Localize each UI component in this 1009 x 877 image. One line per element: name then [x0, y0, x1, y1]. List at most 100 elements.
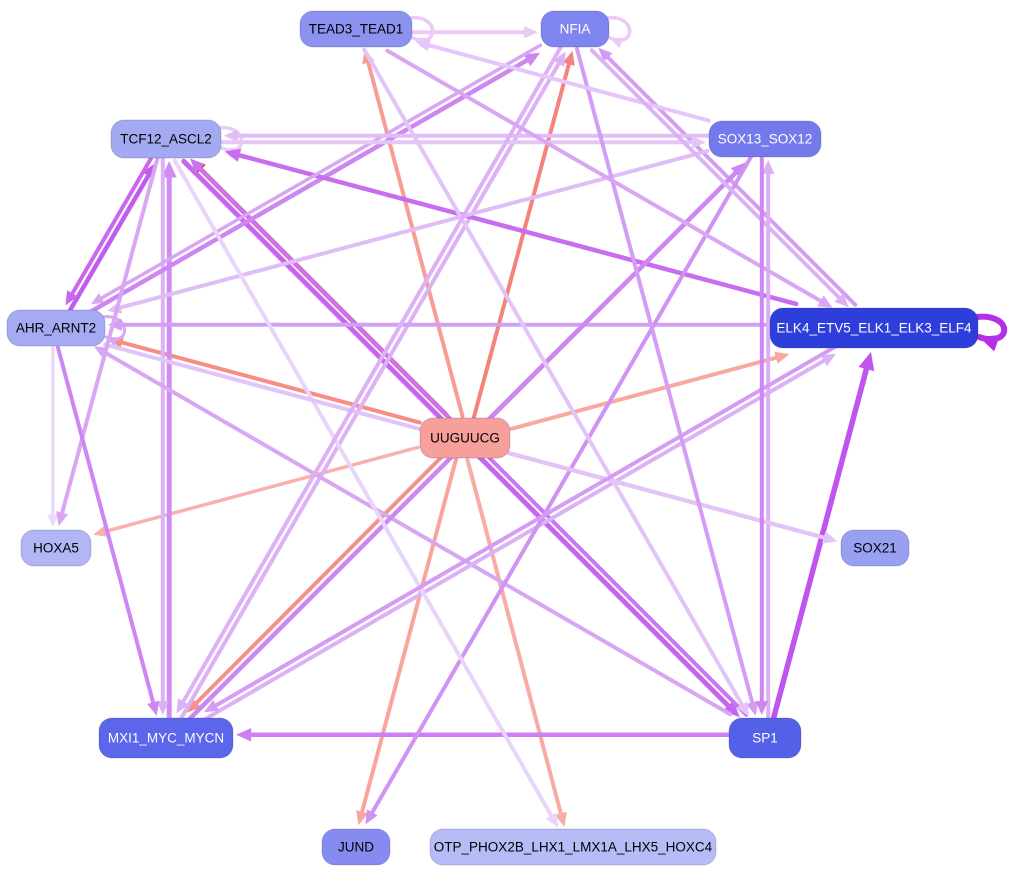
node-shape[interactable] [540, 10, 610, 48]
edge-UUGUUCG-NFIA[interactable] [471, 50, 575, 420]
edge-line[interactable] [88, 56, 532, 315]
edge-line[interactable] [365, 58, 465, 419]
node-NFIA[interactable]: NFIA [540, 10, 610, 48]
node-JUND[interactable]: JUND [321, 828, 391, 866]
edge-SOX13_SOX12-SP1[interactable] [755, 156, 768, 715]
node-SOX13_SOX12[interactable]: SOX13_SOX12 [708, 120, 822, 158]
edge-line[interactable] [69, 155, 154, 298]
edge-line[interactable] [385, 48, 825, 304]
node-shape[interactable] [98, 717, 234, 759]
edge-line[interactable] [67, 171, 152, 313]
edge-UUGUUCG-HOXA5[interactable] [93, 445, 420, 537]
edge-TCF12_ASCL2-AHR_ARNT2[interactable] [65, 155, 154, 306]
edge-line[interactable] [235, 152, 799, 307]
edge-AHR_ARNT2-TCF12_ASCL2[interactable] [67, 162, 156, 313]
edge-line[interactable] [102, 350, 733, 717]
edge-line[interactable] [56, 345, 156, 707]
edge-NFIA-NFIA-selfloop[interactable] [599, 15, 632, 49]
arrowhead-icon [524, 26, 538, 39]
edge-line[interactable] [369, 154, 754, 817]
edge-SP1-ELK4_ETV5_ELK1_ELK3_ELF4[interactable] [770, 351, 875, 721]
node-shape[interactable] [419, 417, 511, 459]
node-shape[interactable] [728, 717, 802, 759]
edge-AHR_ARNT2-HOXA5[interactable] [47, 345, 59, 527]
edge-line[interactable] [201, 357, 828, 722]
edge-line[interactable] [212, 344, 839, 709]
edge-SOX13_SOX12-JUND[interactable] [365, 154, 754, 825]
node-shape[interactable] [321, 828, 391, 866]
arrowhead-icon [746, 700, 759, 716]
node-OTP_PHOX2B_LHX1_LMX1A_LHX5_HOXC4[interactable]: OTP_PHOX2B_LHX1_LMX1A_LHX5_HOXC4 [429, 828, 717, 866]
edge-TCF12_ASCL2-MXI1_MYC_MYCN[interactable] [156, 157, 169, 715]
edge-TCF12_ASCL2-SOX13_SOX12[interactable] [220, 136, 706, 149]
edge-NFIA-ELK4_ETV5_ELK1_ELK3_ELF4[interactable] [589, 48, 849, 308]
edge-line[interactable] [172, 158, 555, 820]
node-shape[interactable] [299, 10, 413, 48]
edge-AHR_ARNT2-NFIA[interactable] [88, 52, 541, 315]
edge-line[interactable] [98, 43, 543, 301]
edge-MXI1_MYC_MYCN-NFIA[interactable] [178, 51, 566, 721]
node-shape[interactable] [840, 529, 910, 567]
edge-NFIA-SP1[interactable] [575, 46, 759, 716]
node-shape[interactable] [6, 309, 106, 347]
node-HOXA5[interactable]: HOXA5 [20, 529, 92, 567]
arrowhead-icon [692, 136, 706, 149]
edge-MXI1_MYC_MYCN-ELK4_ETV5_ELK1_ELK3_ELF4[interactable] [201, 353, 836, 722]
edge-SP1-MXI1_MYC_MYCN[interactable] [236, 727, 731, 742]
edge-ELK4_ETV5_ELK1_ELK3_ELF4-ELK4_ETV5_ELK1_ELK3_ELF4-selfloop[interactable] [967, 313, 1008, 352]
edge-line[interactable] [359, 456, 459, 816]
edge-line[interactable] [425, 42, 711, 123]
edge-UUGUUCG-ELK4_ETV5_ELK1_ELK3_ELF4[interactable] [509, 351, 790, 431]
edge-SP1-AHR_ARNT2[interactable] [93, 346, 733, 717]
node-AHR_ARNT2[interactable]: AHR_ARNT2 [6, 309, 106, 347]
edge-TCF12_ASCL2-OTP_PHOX2B_LHX1_LMX1A_LHX5_HOXC4[interactable] [172, 158, 559, 828]
edge-TEAD3_TEAD1-SP1[interactable] [362, 47, 749, 717]
edge-SOX13_SOX12-TEAD3_TEAD1[interactable] [415, 39, 711, 123]
edge-SP1-SOX13_SOX12[interactable] [762, 160, 775, 719]
node-shape[interactable] [20, 529, 92, 567]
edge-TCF12_ASCL2-HOXA5[interactable] [56, 156, 160, 527]
edge-line[interactable] [180, 44, 564, 706]
edge-line[interactable] [192, 454, 444, 707]
edge-ELK4_ETV5_ELK1_ELK3_ELF4-MXI1_MYC_MYCN[interactable] [204, 344, 839, 713]
arrowhead-icon [108, 318, 122, 331]
node-ELK4_ETV5_ELK1_ELK3_ELF4[interactable]: ELK4_ETV5_ELK1_ELK3_ELF4 [769, 307, 979, 349]
node-shape[interactable] [708, 120, 822, 158]
edge-line[interactable] [101, 445, 420, 534]
edge-AHR_ARNT2-MXI1_MYC_MYCN[interactable] [56, 345, 160, 716]
edge-UUGUUCG-MXI1_MYC_MYCN[interactable] [186, 454, 444, 713]
arrowhead-icon [356, 810, 369, 826]
edge-line[interactable] [575, 46, 755, 707]
node-UUGUUCG[interactable]: UUGUUCG [419, 417, 511, 459]
arrowhead-icon [365, 809, 378, 825]
edge-line[interactable] [471, 60, 572, 420]
edge-line[interactable] [59, 156, 160, 517]
node-MXI1_MYC_MYCN[interactable]: MXI1_MYC_MYCN [98, 717, 234, 759]
node-shape[interactable] [769, 307, 979, 349]
edge-TEAD3_TEAD1-NFIA[interactable] [411, 26, 538, 39]
edge-UUGUUCG-OTP_PHOX2B_LHX1_LMX1A_LHX5_HOXC4[interactable] [465, 457, 567, 827]
edge-line[interactable] [589, 48, 843, 301]
edge-UUGUUCG-JUND[interactable] [356, 456, 459, 826]
edge-ELK4_ETV5_ELK1_ELK3_ELF4-AHR_ARNT2[interactable] [108, 318, 771, 331]
edge-line[interactable] [509, 355, 780, 431]
arrowhead-icon [161, 161, 177, 178]
node-shape[interactable] [110, 119, 222, 159]
edge-NFIA-AHR_ARNT2[interactable] [90, 43, 543, 305]
node-TEAD3_TEAD1[interactable]: TEAD3_TEAD1 [299, 10, 413, 48]
edge-line[interactable] [770, 363, 870, 721]
edge-NFIA-MXI1_MYC_MYCN[interactable] [176, 44, 564, 714]
node-SP1[interactable]: SP1 [728, 717, 802, 759]
node-SOX21[interactable]: SOX21 [840, 529, 910, 567]
edge-SOX13_SOX12-TCF12_ASCL2[interactable] [224, 129, 710, 142]
edge-line[interactable] [178, 59, 562, 721]
node-TCF12_ASCL2[interactable]: TCF12_ASCL2 [110, 119, 222, 159]
edge-TEAD3_TEAD1-ELK4_ETV5_ELK1_ELK3_ELF4[interactable] [385, 48, 833, 308]
edge-ELK4_ETV5_ELK1_ELK3_ELF4-TCF12_ASCL2[interactable] [224, 148, 799, 307]
edge-line[interactable] [362, 47, 746, 709]
arrowhead-icon [47, 514, 59, 527]
edge-line[interactable] [465, 457, 564, 818]
node-shape[interactable] [429, 828, 717, 866]
